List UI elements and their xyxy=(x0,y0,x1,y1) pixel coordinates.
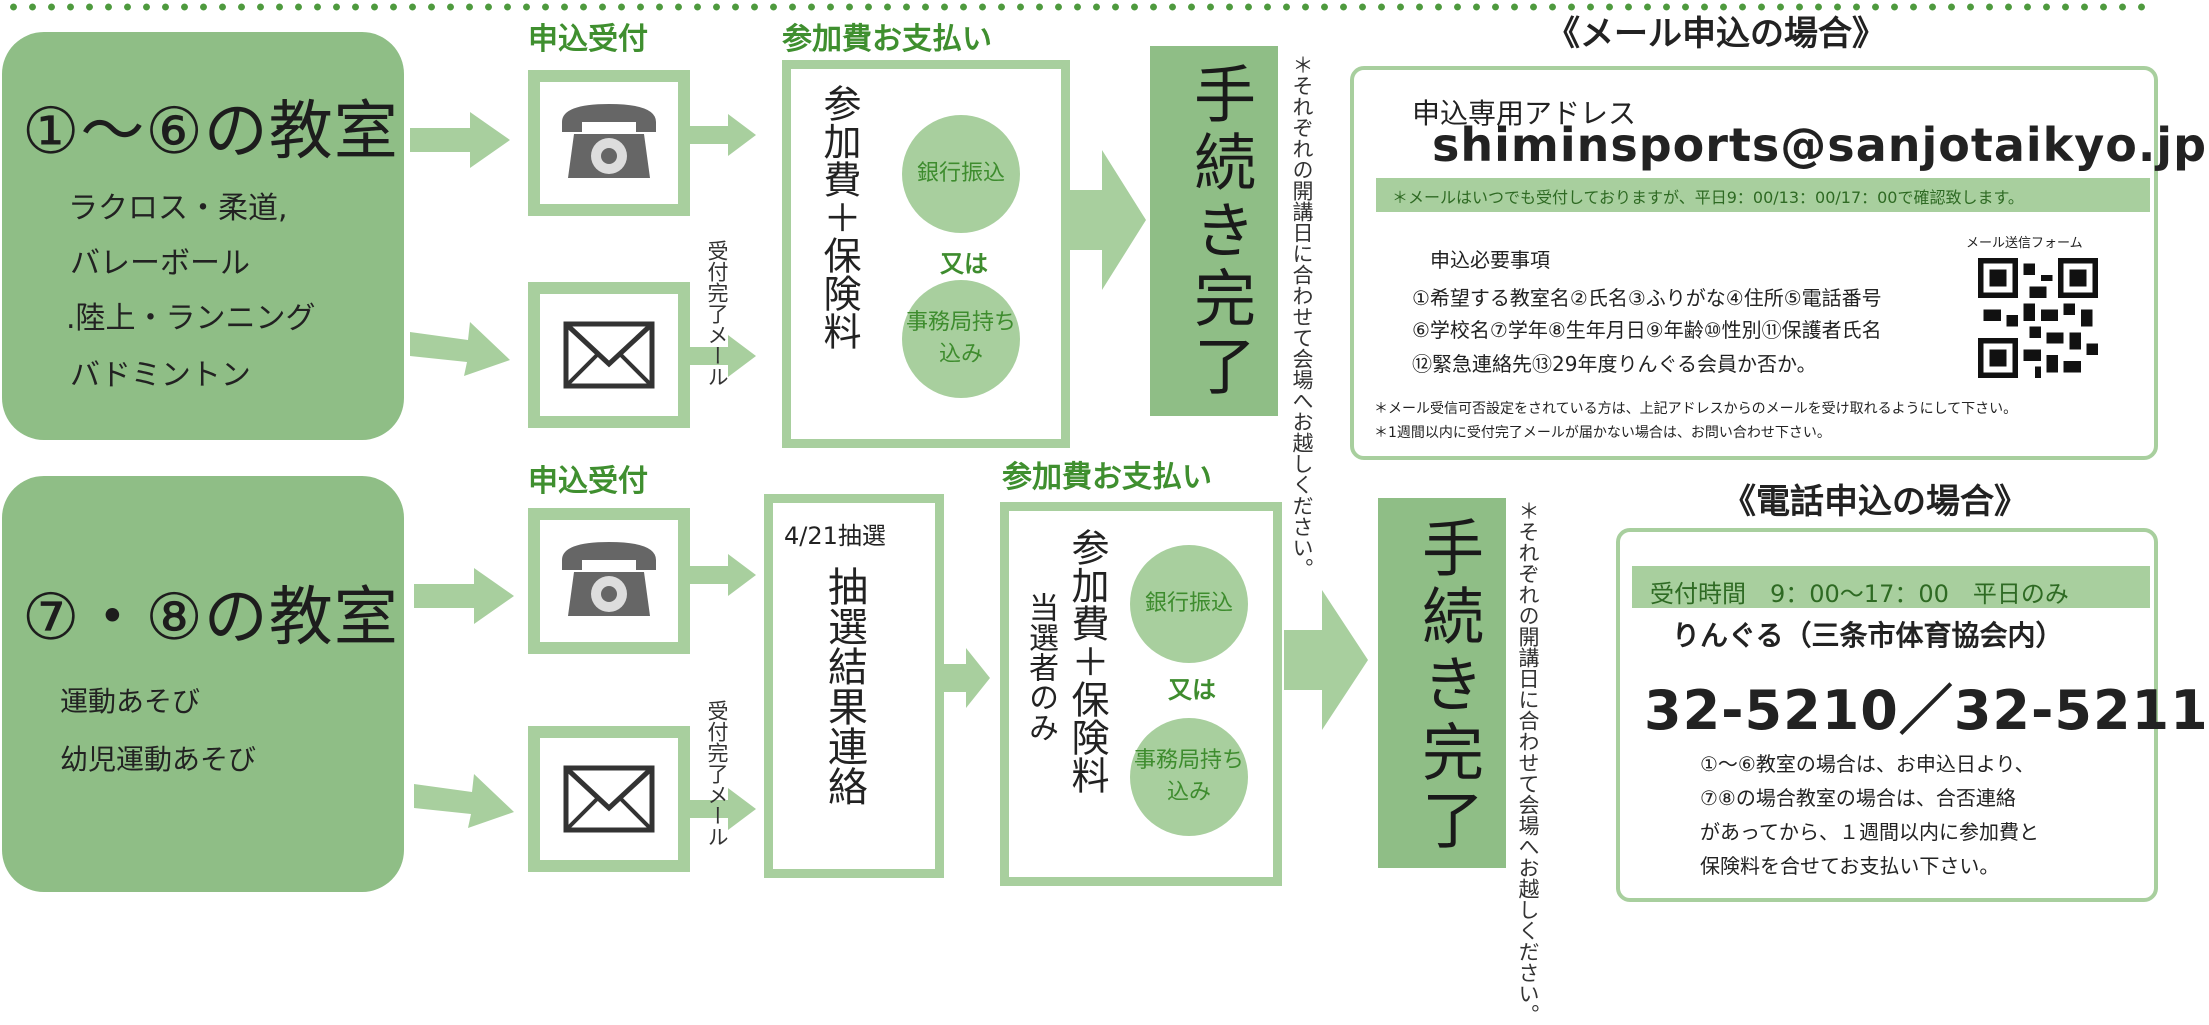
phone-org: りんぐる（三条市体育協会内） xyxy=(1672,619,2064,652)
mail-address: shiminsports@sanjotaikyo.jp xyxy=(1432,118,2207,172)
phone-note: ⑦⑧の場合教室の場合は、合否連絡 xyxy=(1700,786,2016,810)
phone-note: ①～⑥教室の場合は、お申込日より、 xyxy=(1700,752,2035,776)
qr-code-icon[interactable] xyxy=(1978,258,2098,378)
or-label: 又は xyxy=(940,250,988,278)
payment-box xyxy=(1000,502,1282,886)
arrow-right-icon xyxy=(940,648,990,708)
required-line: ⑫緊急連絡先⑬29年度りんぐる会員か否か。 xyxy=(1412,352,1817,376)
mail-footnote: ＊メール受信可否設定をされている方は、上記アドレスからのメールを受け取れるように… xyxy=(1374,401,2018,417)
completion-text: 手続き完了 xyxy=(1183,62,1256,402)
telephone-icon xyxy=(562,104,656,178)
arrow-right-icon xyxy=(686,114,756,156)
completion-text: 手続き完了 xyxy=(1411,516,1484,856)
stage-pay-label: 参加費お支払い xyxy=(782,22,992,57)
phone-note: 保険料を合せてお支払い下さい。 xyxy=(1700,854,2000,878)
phone-section-title: 《電話申込の場合》 xyxy=(1722,482,2028,522)
arrow-right-icon xyxy=(1284,590,1368,730)
address-label: 申込専用アドレス xyxy=(1412,97,1637,130)
class-item: バレーボール xyxy=(70,246,250,281)
qr-label: メール送信フォーム xyxy=(1966,236,2083,251)
mail-hours-band xyxy=(1376,178,2150,212)
lottery-date: 4/21抽選 xyxy=(784,522,886,550)
phone-note: があってから、１週間以内に参加費と xyxy=(1700,820,2039,844)
attendance-note: ＊それぞれの開講日に合わせて会場へお越しください。 xyxy=(1516,500,1540,1025)
class-item: バドミントン xyxy=(70,358,251,393)
completion-box xyxy=(1150,46,1278,416)
phone-number: 32-5210／32-5211 xyxy=(1644,679,2209,742)
lottery-result-text: 抽選結果連絡 xyxy=(821,566,867,806)
required-line: ①希望する教室名②氏名③ふりがな④住所⑤電話番号 xyxy=(1412,286,1882,310)
receipt-mail-label: 受付完了メール xyxy=(705,240,729,387)
lottery-box xyxy=(764,494,944,878)
completion-box xyxy=(1378,498,1506,868)
mail-hours-text: ＊メールはいつでも受付しておりますが、平日9：00/13：00/17：00で確認… xyxy=(1392,188,2024,207)
telephone-icon xyxy=(562,542,656,616)
class-item: .陸上・ランニング xyxy=(66,301,316,336)
attendance-note: ＊それぞれの開講日に合わせて会場へお越しください。 xyxy=(1290,54,1314,579)
arrow-right-icon xyxy=(1066,150,1146,290)
class-item: 運動あそび xyxy=(60,685,201,718)
arrow-right-icon xyxy=(686,554,756,596)
dotted-border xyxy=(0,0,2156,14)
stage-apply-label: 申込受付 xyxy=(528,464,648,499)
mail-footnote: ＊1週間以内に受付完了メールが届かない場合は、お問い合わせ下さい。 xyxy=(1374,425,1831,441)
office-delivery-circle: 事務局持ち込み xyxy=(1130,718,1248,836)
office-delivery-circle: 事務局持ち込み xyxy=(902,280,1020,398)
class-title-1-6: ①～⑥の教室 xyxy=(22,95,399,169)
mail-box xyxy=(528,282,690,428)
arrow-down-right-icon xyxy=(414,770,514,830)
bank-transfer-circle: 銀行振込 xyxy=(902,115,1020,233)
receipt-mail-label: 受付完了メール xyxy=(705,700,729,847)
winners-only-text: 当選者のみ xyxy=(1023,592,1058,742)
envelope-icon xyxy=(563,321,655,389)
bank-transfer-circle: 銀行振込 xyxy=(1130,545,1248,663)
phone-hours-text: 受付時間 9：00～17：00 平日のみ xyxy=(1650,580,2069,608)
stage-apply-label: 申込受付 xyxy=(528,22,648,57)
required-label: 申込必要事項 xyxy=(1430,248,1550,272)
or-label: 又は xyxy=(1168,676,1216,704)
envelope-icon xyxy=(563,765,655,833)
class-item: 幼児運動あそび xyxy=(60,743,257,776)
class-box-1-6 xyxy=(2,32,404,440)
phone-box xyxy=(528,70,690,216)
stage-pay-label: 参加費お支払い xyxy=(1002,460,1212,495)
class-item: ラクロス・柔道, xyxy=(68,191,288,226)
phone-hours-band xyxy=(1632,566,2150,608)
fee-text: 参加費＋保険料 xyxy=(817,84,861,350)
arrow-down-right-icon xyxy=(410,318,510,378)
phone-box xyxy=(528,508,690,654)
arrow-right-icon xyxy=(686,788,756,830)
mail-box xyxy=(528,726,690,872)
arrow-right-icon xyxy=(686,335,756,377)
class-title-7-8: ⑦・⑧の教室 xyxy=(22,581,399,655)
class-box-7-8 xyxy=(2,476,404,892)
arrow-right-icon xyxy=(410,112,510,168)
arrow-right-icon xyxy=(414,568,514,624)
fee-text: 参加費＋保険料 xyxy=(1065,528,1109,794)
mail-section-title: 《メール申込の場合》 xyxy=(1546,14,1886,54)
required-line: ⑥学校名⑦学年⑧生年月日⑨年齢⑩性別⑪保護者氏名 xyxy=(1412,318,1882,342)
